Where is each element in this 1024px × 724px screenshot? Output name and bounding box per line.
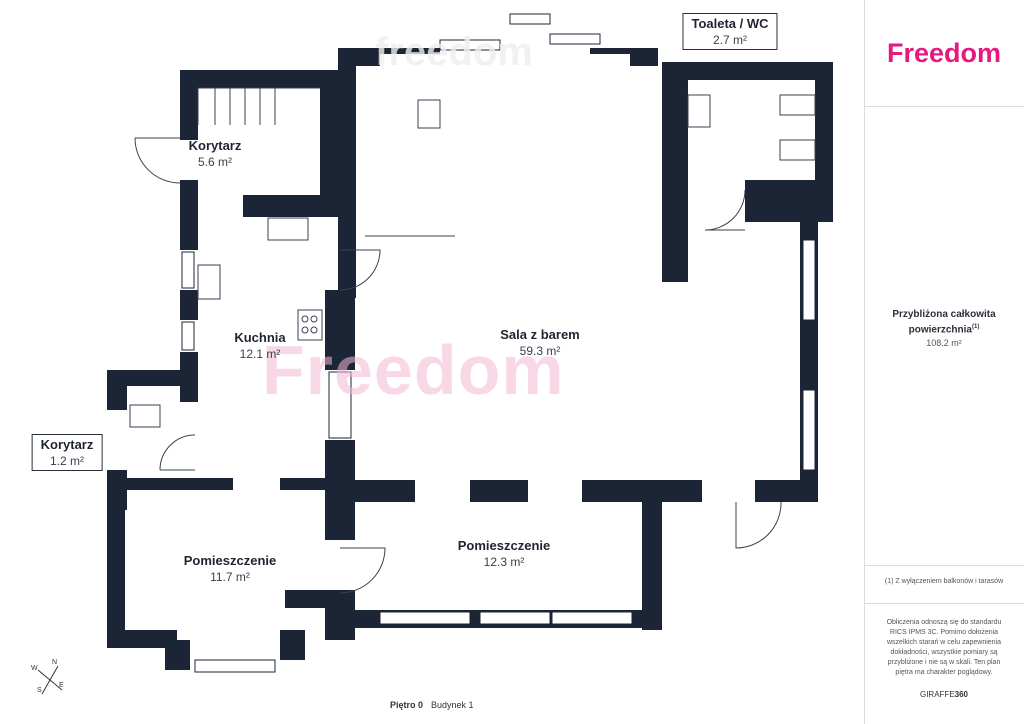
compass-e: E — [59, 682, 64, 689]
brand-logo: Freedom — [886, 38, 1002, 68]
giraffe-credit: GIRAFFE360 — [919, 690, 969, 699]
floor-plan — [107, 13, 833, 673]
room-label-corridor-upper: Korytarz 5.6 m² — [188, 138, 242, 169]
total-area-title: Przybliżona całkowita powierzchnia(1) — [892, 309, 996, 336]
compass-n: N — [52, 659, 58, 666]
fixtures — [129, 87, 816, 594]
compass-w: W — [31, 665, 38, 672]
room-label-hall-bar: Sala z barem 59.3 m² — [500, 327, 580, 358]
total-area-value: 108.2 m² — [926, 338, 962, 348]
compass-s: S — [37, 687, 42, 694]
footnote: (1) Z wyłączeniem balkonów i tarasów — [884, 578, 1004, 585]
watermark-top: freedom — [375, 30, 533, 74]
windows — [181, 13, 816, 673]
sidebar-divider — [864, 0, 865, 724]
room-label-room-middle: Pomieszczenie 12.3 m² — [457, 538, 551, 569]
room-label-toilet: Toaleta / WC 2.7 m² — [682, 13, 778, 50]
room-label-room-left: Pomieszczenie 11.7 m² — [183, 553, 277, 584]
divider — [864, 106, 1024, 107]
room-label-kitchen: Kuchnia 12.1 m² — [234, 330, 286, 361]
disclaimer: Obliczenia odnoszą się do standardu RICS… — [886, 619, 1002, 676]
walls — [107, 48, 833, 670]
divider — [864, 603, 1024, 604]
watermark-center: Freedom — [262, 331, 565, 409]
compass-icon — [37, 665, 63, 695]
room-label-corridor-small: Korytarz 1.2 m² — [31, 434, 103, 471]
divider — [864, 565, 1024, 566]
info-sidebar: Freedom Przybliżona całkowita powierzchn… — [864, 0, 1024, 724]
